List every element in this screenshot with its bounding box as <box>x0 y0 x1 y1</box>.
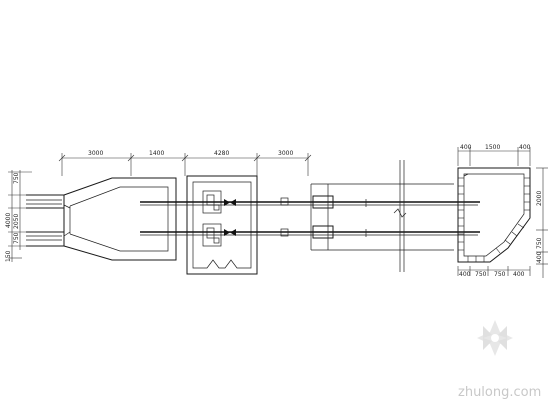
outlet-hatching <box>458 177 530 262</box>
dim-right-side-2: 750 <box>536 237 543 249</box>
dim-top-4: 3000 <box>278 150 293 157</box>
dim-left-2: 750 <box>13 172 20 184</box>
break-mark <box>393 208 407 218</box>
dim-top-1: 3000 <box>88 150 103 157</box>
dim-left-3: 2050 <box>13 214 20 229</box>
dim-right-bottom-1: 400 <box>459 271 471 278</box>
outlet-structure <box>457 167 531 263</box>
dim-left-5: 150 <box>5 250 12 262</box>
inlet-channel <box>26 194 65 247</box>
dim-left-4: 750 <box>13 232 20 244</box>
dim-top-2: 1400 <box>149 150 164 157</box>
dim-right-top-2: 1500 <box>485 144 500 151</box>
pump-house <box>186 175 258 275</box>
dim-top-3: 4280 <box>214 150 229 157</box>
gate-valve-lower-icon <box>224 229 236 236</box>
dim-left-1: 4000 <box>5 213 12 228</box>
watermark-logo-icon <box>477 320 513 356</box>
right-bottom-dimensions: 400 750 750 400 <box>457 266 531 278</box>
dim-right-bottom-3: 750 <box>494 271 506 278</box>
pipeline-upper <box>140 201 480 206</box>
gate-valve-upper-icon <box>224 199 236 206</box>
thrust-block-lower <box>312 225 334 239</box>
top-dimension-chain: 3000 1400 4280 3000 <box>58 150 312 176</box>
right-side-dimensions: 2000 750 400 <box>536 167 548 278</box>
left-dimension-chain: 4000 750 2050 750 150 <box>5 170 32 262</box>
dim-right-bottom-4: 400 <box>513 271 525 278</box>
dim-right-top-3: 400 <box>519 144 531 151</box>
pipe-corridor <box>310 160 454 272</box>
watermark: zhulong.com <box>458 320 541 400</box>
thrust-block-upper <box>312 195 334 209</box>
dim-right-side-1: 2000 <box>536 191 543 206</box>
dim-right-top-1: 400 <box>460 144 472 151</box>
dim-right-side-3: 400 <box>536 251 543 263</box>
pipe-support-upper <box>280 197 289 206</box>
pipeline-lower <box>140 231 480 236</box>
dim-right-bottom-2: 750 <box>475 271 487 278</box>
watermark-text: zhulong.com <box>458 385 541 400</box>
right-top-dimensions: 400 1500 400 <box>457 144 531 166</box>
pipe-support-lower <box>280 228 289 237</box>
transition-section <box>63 177 177 261</box>
